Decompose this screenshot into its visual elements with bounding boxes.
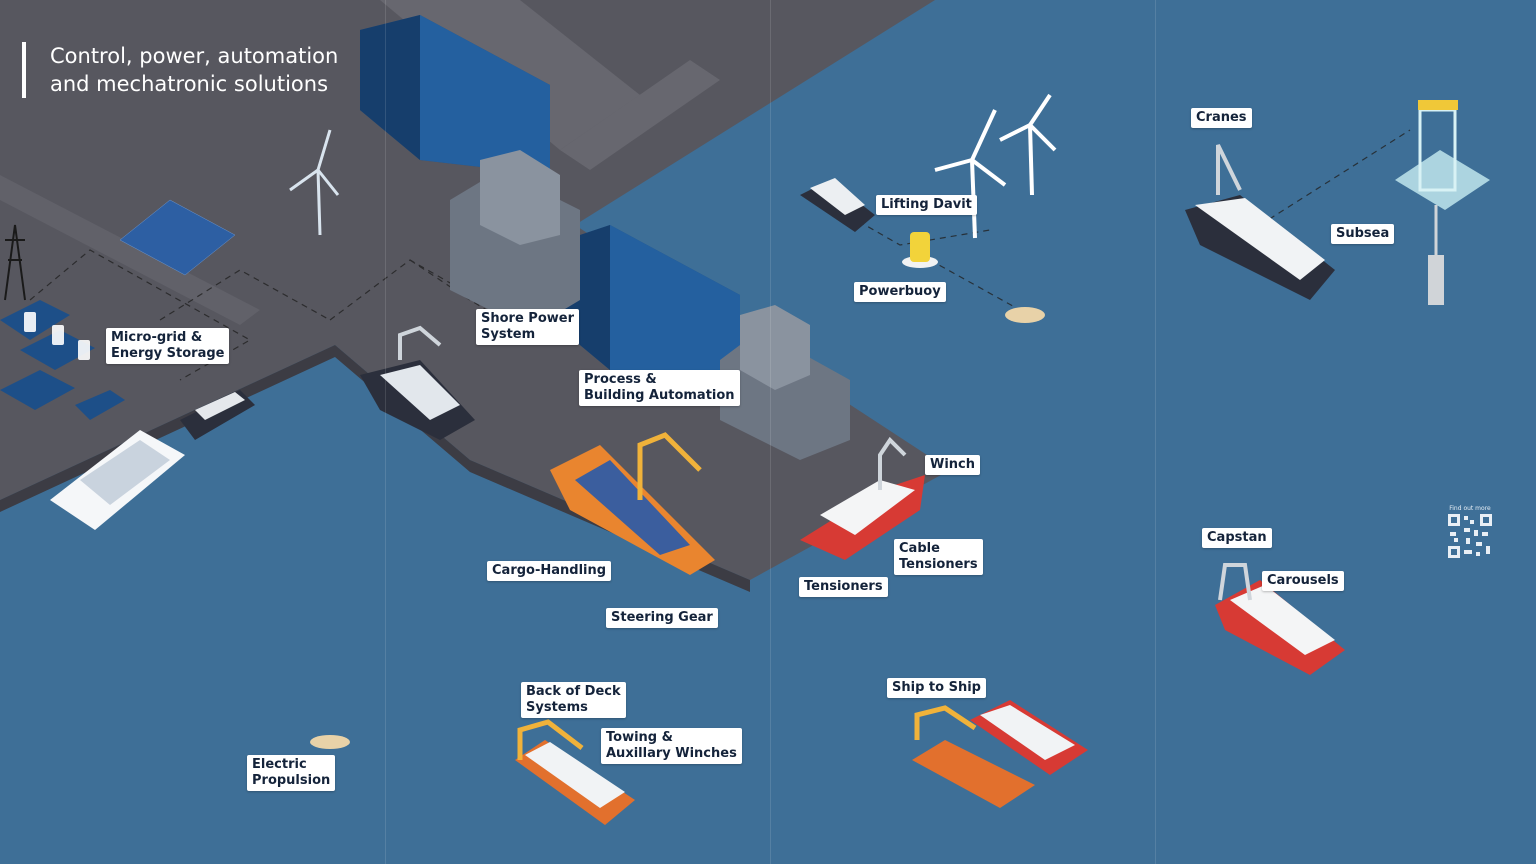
page-title-line-1: Control, power, automation — [50, 44, 339, 68]
qr-code[interactable]: Find out more — [1446, 505, 1494, 565]
label-micro-grid-line-1: Micro-grid & — [111, 330, 203, 345]
crane-icon — [517, 432, 977, 760]
label-capstan-text: Capstan — [1207, 530, 1267, 545]
label-process-automation-line-2: Building Automation — [584, 388, 735, 403]
label-carousels-text: Carousels — [1267, 573, 1339, 588]
ship-icon — [50, 178, 1345, 825]
label-powerbuoy-text: Powerbuoy — [859, 284, 941, 299]
label-lifting-davit-text: Lifting Davit — [881, 197, 972, 212]
label-lifting-davit[interactable]: Lifting Davit — [876, 195, 977, 215]
label-shore-power[interactable]: Shore Power System — [476, 309, 579, 345]
label-winch-text: Winch — [930, 457, 976, 472]
label-cable-tensioners[interactable]: Cable Tensioners — [894, 539, 983, 575]
label-ship-to-ship[interactable]: Ship to Ship — [887, 678, 986, 698]
label-electric-propulsion-line-2: Propulsion — [252, 773, 331, 788]
label-electric-propulsion-line-1: Electric — [252, 757, 307, 772]
label-micro-grid-line-2: Energy Storage — [111, 346, 225, 361]
label-back-of-deck-line-1: Back of Deck — [526, 684, 621, 699]
qr-caption: Find out more — [1449, 505, 1491, 512]
label-cable-tensioners-line-2: Tensioners — [899, 557, 978, 572]
label-capstan[interactable]: Capstan — [1202, 528, 1272, 548]
section-divider — [385, 0, 386, 864]
section-divider — [770, 0, 771, 864]
label-back-of-deck[interactable]: Back of Deck Systems — [521, 682, 626, 718]
battery-icon — [24, 312, 90, 360]
label-tensioners[interactable]: Tensioners — [799, 577, 888, 597]
label-process-automation-line-1: Process & — [584, 372, 657, 387]
label-cargo-handling-text: Cargo-Handling — [492, 563, 607, 578]
label-cranes-text: Cranes — [1196, 110, 1247, 125]
buoy-icon — [902, 232, 938, 268]
label-towing-line-2: Auxillary Winches — [606, 746, 737, 761]
label-shore-power-line-2: System — [481, 327, 536, 342]
label-subsea[interactable]: Subsea — [1331, 224, 1395, 244]
label-carousels[interactable]: Carousels — [1262, 571, 1344, 591]
subsea-platform-icon — [1395, 100, 1490, 305]
page-title: Control, power, automation and mechatron… — [22, 42, 338, 98]
qr-code-icon — [1448, 514, 1492, 558]
label-steering-gear-text: Steering Gear — [611, 610, 713, 625]
label-shore-power-line-1: Shore Power — [481, 311, 574, 326]
label-towing[interactable]: Towing & Auxillary Winches — [601, 728, 742, 764]
wind-turbine-icon — [289, 129, 340, 236]
label-cable-tensioners-line-1: Cable — [899, 541, 940, 556]
label-cranes[interactable]: Cranes — [1191, 108, 1252, 128]
label-cargo-handling[interactable]: Cargo-Handling — [487, 561, 612, 581]
label-powerbuoy[interactable]: Powerbuoy — [854, 282, 946, 302]
label-winch[interactable]: Winch — [925, 455, 981, 475]
label-electric-propulsion[interactable]: Electric Propulsion — [247, 755, 336, 791]
solar-panel-icon — [119, 199, 236, 276]
label-process-automation[interactable]: Process & Building Automation — [579, 370, 740, 406]
label-subsea-text: Subsea — [1336, 226, 1390, 241]
warehouse-icon — [360, 15, 550, 175]
label-towing-line-1: Towing & — [606, 730, 673, 745]
label-steering-gear[interactable]: Steering Gear — [606, 608, 718, 628]
label-micro-grid[interactable]: Micro-grid & Energy Storage — [106, 328, 230, 364]
crane-icon — [398, 144, 1252, 601]
label-back-of-deck-line-2: Systems — [526, 700, 588, 715]
label-tensioners-text: Tensioners — [804, 579, 883, 594]
section-divider — [1155, 0, 1156, 864]
page-title-line-2: and mechatronic solutions — [50, 72, 329, 96]
pylon-icon — [4, 224, 26, 301]
label-ship-to-ship-text: Ship to Ship — [892, 680, 981, 695]
